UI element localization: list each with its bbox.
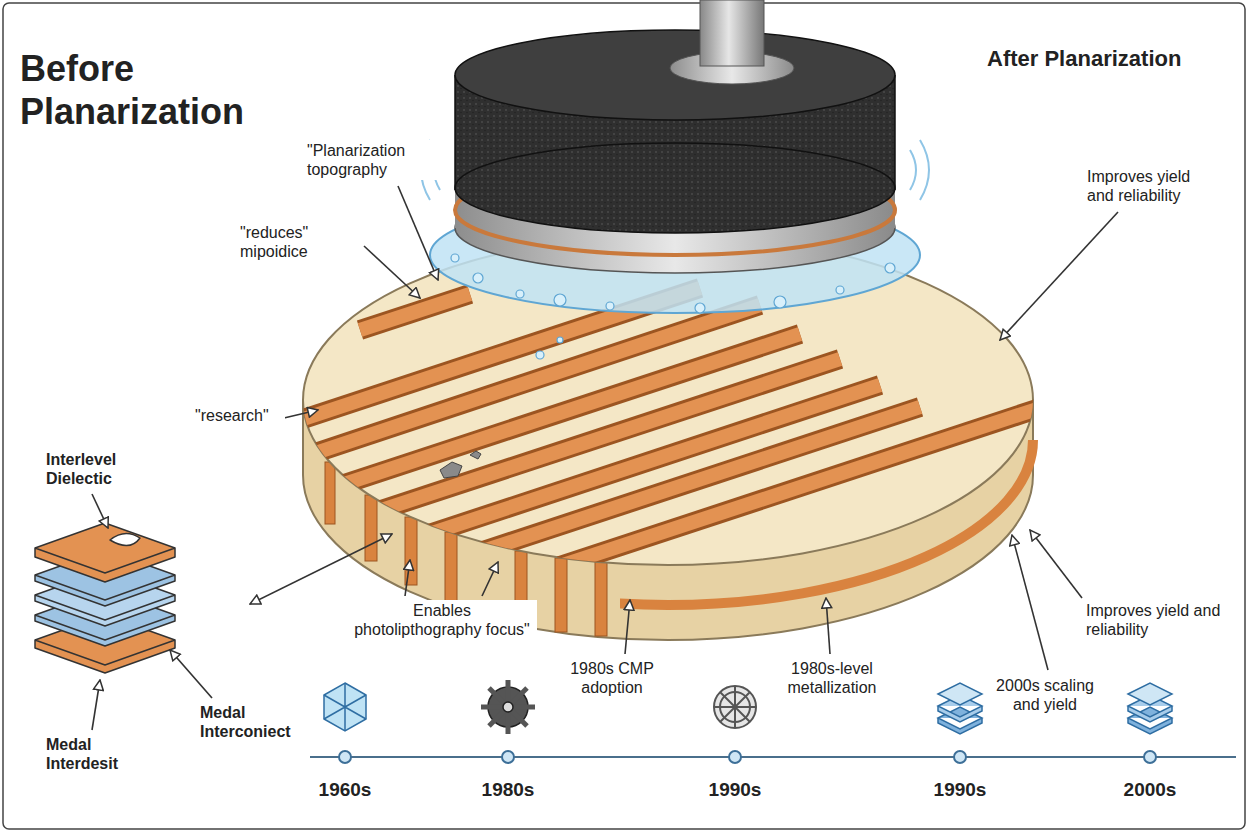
timeline-year: 1990s [695,778,775,803]
timeline-year: 1960s [305,778,385,803]
timeline-year: 1990s [920,778,1000,803]
callout-label: Improves yield and reliability [1085,166,1220,206]
milestone-label: 1980s-level metallization [771,658,893,698]
part-label: Medal Interconiect [198,702,304,742]
timeline-year: 1980s [468,778,548,803]
part-label: Interlevel Dielectic [44,449,156,489]
part-label: Medal Interdesit [44,734,150,774]
callout-label: "reduces" mipoidice [238,222,363,262]
milestone-label: 2000s scaling and yield [989,675,1101,715]
callout-label: "Planarization topography [305,140,445,180]
timeline-year: 2000s [1110,778,1190,803]
callout-label: Enables photolipthography focus" [347,600,537,640]
milestone-label: 1980s CMP adoption [557,658,667,698]
callout-label: "research" [193,405,285,426]
callout-label: Improves yield and reliability [1084,600,1224,640]
section-heading: After Planarization [985,45,1235,73]
diagram-title: Before Planarization [18,46,318,134]
